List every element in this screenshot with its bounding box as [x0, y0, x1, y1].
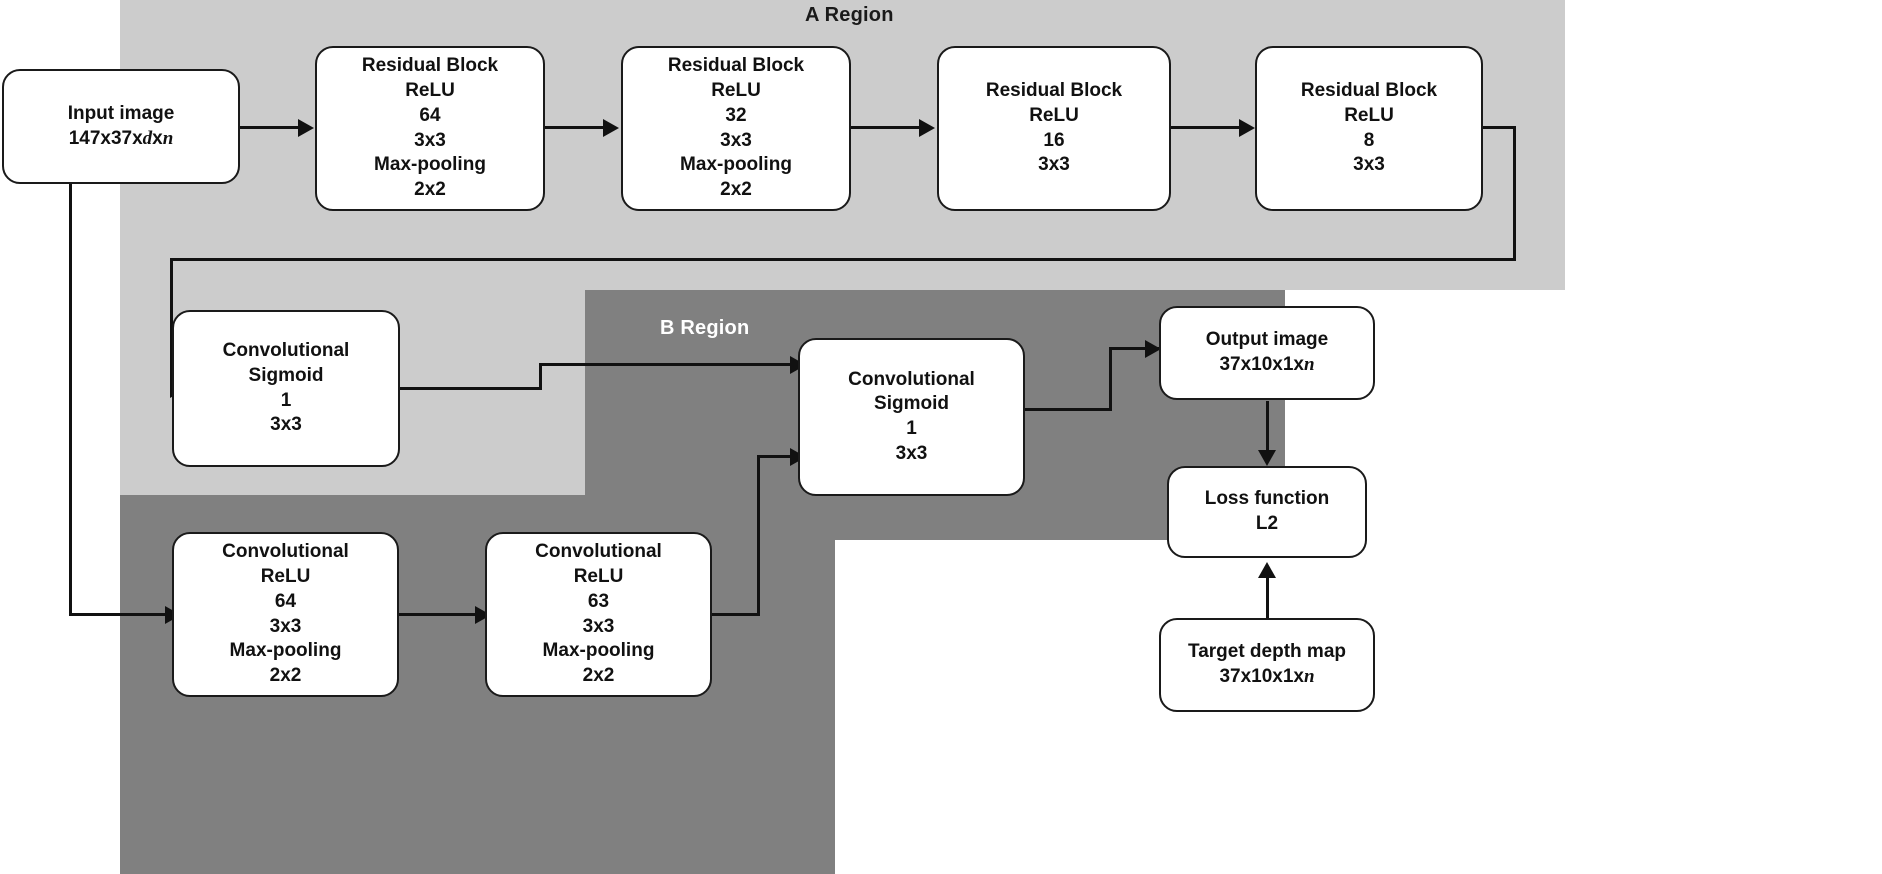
res3-activation: ReLU [1029, 104, 1079, 126]
res1-kernel: 3x3 [414, 129, 446, 151]
convsig-a-activation: Sigmoid [248, 364, 324, 386]
convrelu2-title: Convolutional [535, 541, 662, 563]
res3-title: Residual Block [985, 80, 1123, 102]
connector-res4-down [1513, 126, 1516, 261]
connector-input-to-res1 [240, 126, 300, 129]
node-residual-block-2[interactable]: Residual Block ReLU 32 3x3 Max-pooling 2… [621, 46, 851, 211]
convrelu2-pool-size: 2x2 [582, 664, 615, 686]
convrelu2-filters: 63 [587, 590, 610, 612]
input-image-dims: 147x37xdxn [69, 127, 174, 152]
connector-convrelu2-to-convsig-b [757, 455, 792, 458]
res4-kernel: 3x3 [1353, 154, 1385, 176]
node-residual-block-1[interactable]: Residual Block ReLU 64 3x3 Max-pooling 2… [315, 46, 545, 211]
node-conv-relu-2[interactable]: Convolutional ReLU 63 3x3 Max-pooling 2x… [485, 532, 712, 697]
convrelu1-pooling: Max-pooling [229, 640, 342, 662]
output-image-title: Output image [1205, 329, 1329, 351]
connector-convsig-a-to-b [539, 363, 792, 366]
node-conv-sigmoid-b[interactable]: Convolutional Sigmoid 1 3x3 [798, 338, 1025, 496]
res4-title: Residual Block [1300, 80, 1438, 102]
arrowhead-loss-from-output [1258, 450, 1276, 466]
input-dims-d: d [142, 127, 153, 149]
convsig-a-filters: 1 [280, 389, 292, 411]
connector-res2-to-res3 [851, 126, 921, 129]
output-dims-n: n [1303, 354, 1315, 375]
convrelu1-filters: 64 [274, 590, 297, 612]
arrowhead-res1 [298, 119, 314, 137]
res4-filters: 8 [1363, 129, 1375, 151]
convrelu1-title: Convolutional [222, 541, 349, 563]
connector-skip-down-to-convsig-a [170, 258, 173, 388]
convrelu2-kernel: 3x3 [582, 615, 615, 637]
input-dims-x: x [152, 127, 163, 149]
connector-convsig-b-up [1109, 347, 1112, 411]
res2-kernel: 3x3 [720, 129, 752, 151]
loss-function-type: L2 [1255, 513, 1279, 534]
region-a-label: A Region [805, 4, 894, 26]
node-conv-sigmoid-a[interactable]: Convolutional Sigmoid 1 3x3 [172, 310, 400, 467]
convsig-a-kernel: 3x3 [270, 414, 302, 436]
connector-convrelu2-exit [712, 613, 760, 616]
res1-title: Residual Block [361, 55, 499, 77]
convrelu2-activation: ReLU [573, 566, 624, 588]
output-image-dims: 37x10x1xn [1219, 353, 1314, 378]
arrowhead-output-image [1145, 340, 1161, 358]
res2-title: Residual Block [667, 55, 805, 77]
connector-res1-to-res2 [545, 126, 605, 129]
convsig-a-title: Convolutional [222, 340, 350, 362]
node-target-depth-map[interactable]: Target depth map 37x10x1xn [1159, 618, 1375, 712]
target-depth-map-dims: 37x10x1xn [1219, 665, 1314, 690]
res2-pool-size: 2x2 [720, 178, 752, 200]
res1-filters: 64 [419, 104, 441, 126]
arrowhead-loss-from-target [1258, 562, 1276, 578]
loss-function-title: Loss function [1204, 488, 1330, 510]
convsig-b-title: Convolutional [848, 368, 975, 390]
input-dims-prefix: 147x37x [68, 127, 143, 149]
connector-output-to-loss [1266, 401, 1269, 456]
target-dims-prefix: 37x10x1x [1219, 666, 1304, 687]
res2-activation: ReLU [711, 80, 761, 102]
connector-res4-exit [1481, 126, 1516, 129]
target-dims-n: n [1303, 666, 1315, 687]
node-residual-block-4[interactable]: Residual Block ReLU 8 3x3 [1255, 46, 1483, 211]
node-residual-block-3[interactable]: Residual Block ReLU 16 3x3 [937, 46, 1171, 211]
res3-kernel: 3x3 [1038, 154, 1070, 176]
res1-pool-size: 2x2 [414, 178, 446, 200]
connector-target-to-loss [1266, 568, 1269, 620]
connector-convrelu1-to-convrelu2 [399, 613, 477, 616]
input-image-title: Input image [67, 102, 175, 124]
node-output-image[interactable]: Output image 37x10x1xn [1159, 306, 1375, 400]
node-input-image[interactable]: Input image 147x37xdxn [2, 69, 240, 184]
res1-activation: ReLU [405, 80, 455, 102]
convrelu1-kernel: 3x3 [269, 615, 302, 637]
region-b-label: B Region [660, 317, 750, 339]
res2-filters: 32 [725, 104, 747, 126]
arrowhead-res3 [919, 119, 935, 137]
res4-activation: ReLU [1344, 104, 1394, 126]
connector-res4-left [170, 258, 1516, 261]
res3-filters: 16 [1043, 129, 1065, 151]
connector-res3-to-res4 [1171, 126, 1241, 129]
res2-pooling: Max-pooling [680, 154, 792, 176]
convrelu1-pool-size: 2x2 [269, 664, 302, 686]
convsig-b-filters: 1 [906, 418, 917, 439]
convrelu1-activation: ReLU [260, 566, 311, 588]
node-conv-relu-1[interactable]: Convolutional ReLU 64 3x3 Max-pooling 2x… [172, 532, 399, 697]
connector-convsig-a-step [539, 363, 542, 390]
input-dims-n: n [162, 127, 174, 149]
res1-pooling: Max-pooling [374, 154, 486, 176]
arrowhead-res4 [1239, 119, 1255, 137]
connector-convsig-a-exit [399, 387, 541, 390]
output-dims-prefix: 37x10x1x [1219, 354, 1304, 375]
convsig-b-kernel: 3x3 [895, 442, 928, 464]
node-loss-function[interactable]: Loss function L2 [1167, 466, 1367, 558]
connector-convsig-b-exit [1024, 408, 1112, 411]
arrowhead-res2 [603, 119, 619, 137]
connector-input-to-convrelu1 [69, 613, 167, 616]
convsig-b-activation: Sigmoid [874, 393, 949, 415]
connector-to-output-image [1109, 347, 1162, 350]
connector-input-down [69, 180, 72, 616]
connector-convrelu2-up [757, 455, 760, 616]
convrelu2-pooling: Max-pooling [542, 640, 655, 662]
target-depth-map-title: Target depth map [1188, 641, 1346, 663]
